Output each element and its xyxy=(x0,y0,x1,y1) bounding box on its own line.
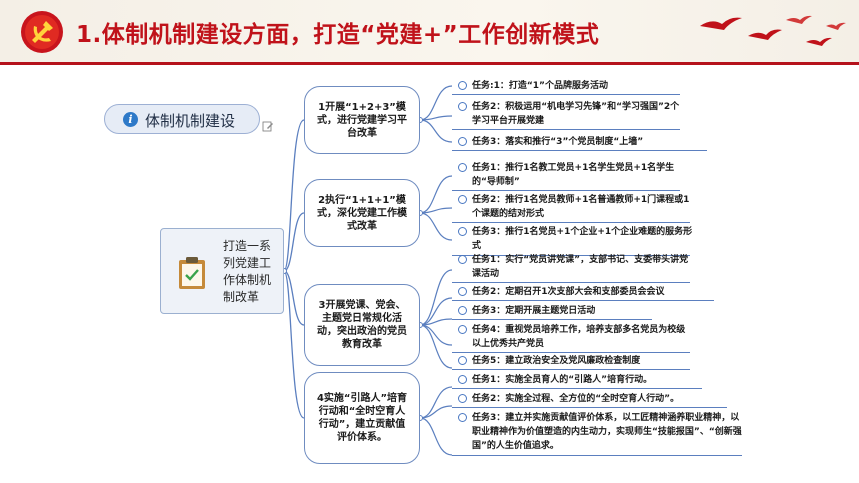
task-text: 任务1：实行“党员讲党课”，支部书记、支委带头讲党课活动 xyxy=(472,255,689,279)
branch-node-4-label: 4实施“引路人”培育行动和“全时空育人行动”，建立贡献值评价体系。 xyxy=(316,393,408,443)
task-text: 任务1：实施全员育人的“引路人”培育行动。 xyxy=(472,375,653,385)
task-text: 任务2：积极运用“机电学习先锋”和“学习强国”2个学习平台开展党建 xyxy=(472,102,680,126)
task-text: 任务3：落实和推行“3”个党员制度“上墙” xyxy=(472,137,644,147)
task-underline xyxy=(452,388,702,389)
mindmap-center-node[interactable]: 打造一系列党建工作体制机制改革 xyxy=(160,228,284,314)
branch-node-3[interactable]: 3开展党课、党会、主题党日常规化活动，突出政治的党员教育改革 xyxy=(304,284,420,366)
task-text: 任务1：推行1名教工党员+1名学生党员+1名学生的“导师制” xyxy=(472,163,675,187)
task-text: 任务3：定期开展主题党日活动 xyxy=(472,306,596,316)
info-icon: i xyxy=(123,112,138,127)
task-underline xyxy=(452,222,690,223)
task-text: 任务3：推行1名党员+1个企业+1个企业难题的服务形式 xyxy=(472,227,693,251)
task-underline xyxy=(452,352,690,353)
task-bullet-icon xyxy=(458,102,467,111)
task-text: 任务:1：打造“1”个品牌服务活动 xyxy=(472,81,608,91)
branch-node-2-label: 2执行“1+1+1”模式，深化党建工作模式改革 xyxy=(317,194,407,232)
task-bullet-icon xyxy=(458,375,467,384)
center-node-label: 打造一系列党建工作体制机制改革 xyxy=(223,239,272,304)
task-underline xyxy=(452,455,742,456)
task-bullet-icon xyxy=(458,287,467,296)
task-bullet-icon xyxy=(458,195,467,204)
task-underline xyxy=(452,129,680,130)
task-underline xyxy=(452,300,714,301)
task-underline xyxy=(452,94,680,95)
task-underline xyxy=(452,319,652,320)
header-underline xyxy=(0,62,859,65)
mindmap-root-node[interactable]: i 体制机制建设 xyxy=(104,104,260,134)
task-bullet-icon xyxy=(458,356,467,365)
task-text: 任务3：建立并实施贡献值评价体系，以工匠精神涵养职业精神，以职业精神作为价值塑造… xyxy=(472,413,742,451)
flying-birds-icon xyxy=(700,15,846,46)
party-emblem-icon xyxy=(21,11,63,53)
task-bullet-icon xyxy=(458,163,467,172)
task-underline xyxy=(452,282,690,283)
branch-node-4[interactable]: 4实施“引路人”培育行动和“全时空育人行动”，建立贡献值评价体系。 xyxy=(304,372,420,464)
task-bullet-icon xyxy=(458,394,467,403)
task-bullet-icon xyxy=(458,413,467,422)
task-bullet-icon xyxy=(458,81,467,90)
root-node-label: 体制机制建设 xyxy=(145,112,236,130)
slide-header: 1.体制机制建设方面，打造“党建+”工作创新模式 xyxy=(0,0,859,62)
branch-node-2[interactable]: 2执行“1+1+1”模式，深化党建工作模式改革 xyxy=(304,179,420,247)
task-text: 任务2：实施全过程、全方位的“全时空育人行动”。 xyxy=(472,394,680,404)
task-text: 任务4：重视党员培养工作，培养支部多名党员为校级以上优秀共产党员 xyxy=(472,325,686,349)
task-underline xyxy=(452,150,707,151)
task-bullet-icon xyxy=(458,325,467,334)
task-underline xyxy=(452,369,690,370)
task-underline xyxy=(452,255,690,256)
clipboard-check-icon xyxy=(179,257,205,289)
note-edit-icon[interactable] xyxy=(262,120,274,132)
task-bullet-icon xyxy=(458,137,467,146)
branch-node-3-label: 3开展党课、党会、主题党日常规化活动，突出政治的党员教育改革 xyxy=(317,300,407,350)
task-bullet-icon xyxy=(458,306,467,315)
page-title: 1.体制机制建设方面，打造“党建+”工作创新模式 xyxy=(76,22,600,48)
branch-node-1-label: 1开展“1+2+3”模式，进行党建学习平台改革 xyxy=(317,101,407,139)
task-text: 任务2：定期召开1次支部大会和支部委员会会议 xyxy=(472,287,665,297)
task-bullet-icon xyxy=(458,227,467,236)
task-underline xyxy=(452,407,727,408)
task-underline xyxy=(452,190,680,191)
task-text: 任务2：推行1名党员教师+1名普通教师+1门课程或1个课题的结对形式 xyxy=(472,195,690,219)
branch-node-1[interactable]: 1开展“1+2+3”模式，进行党建学习平台改革 xyxy=(304,86,420,154)
task-bullet-icon xyxy=(458,255,467,264)
task-text: 任务5：建立政治安全及党风廉政检查制度 xyxy=(472,356,641,366)
